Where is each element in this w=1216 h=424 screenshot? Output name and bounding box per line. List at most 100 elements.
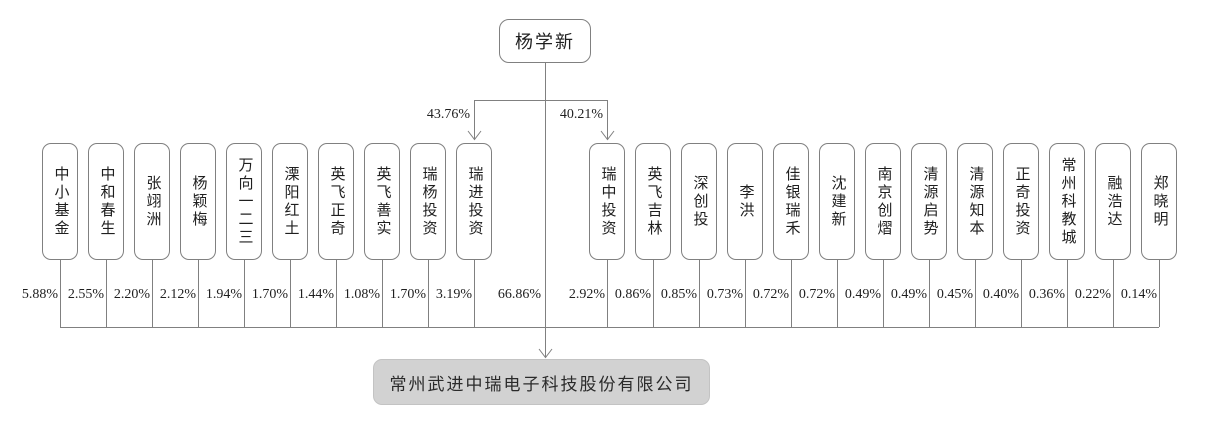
shareholder-name: 瑞进投资 [466, 165, 483, 238]
shareholder-box: 深创投 [681, 143, 717, 260]
shareholder-name: 中和春生 [98, 165, 115, 238]
shareholder-column: 郑晓明 0.14% [1121, 143, 1177, 327]
shareholder-percent: 2.55% [67, 287, 104, 302]
shareholder-column: 万向一二三 1.94% [206, 143, 262, 327]
shareholder-name: 中小基金 [52, 165, 69, 238]
connector-drop-line [1158, 260, 1160, 327]
shareholder-name: 沈建新 [829, 174, 846, 229]
connector-drop-line [473, 260, 475, 327]
connector-drop-line [882, 260, 884, 327]
shareholder-name: 佳银瑞禾 [783, 165, 800, 238]
connector-drop-line [197, 260, 199, 327]
shareholder-name: 正奇投资 [1013, 165, 1030, 238]
shareholder-percent: 3.19% [435, 287, 472, 302]
shareholder-name: 清源启势 [921, 165, 938, 238]
shareholder-name: 清源知本 [967, 165, 984, 238]
shareholder-column: 中小基金 5.88% [22, 143, 78, 327]
shareholder-box: 英飞正奇 [318, 143, 354, 260]
shareholder-percent: 1.44% [297, 287, 334, 302]
shareholder-column: 瑞进投资 3.19% [436, 143, 492, 327]
shareholder-column: 张翊洲 2.20% [114, 143, 170, 327]
branch-right-percent: 40.21% [559, 107, 603, 122]
shareholder-column: 常州科教城 0.36% [1029, 143, 1085, 327]
shareholder-name: 英飞正奇 [328, 165, 345, 238]
shareholder-name: 万向一二三 [236, 156, 253, 247]
connector-drop-line [928, 260, 930, 327]
shareholder-name: 张翊洲 [144, 174, 161, 229]
shareholder-box: 杨颖梅 [180, 143, 216, 260]
shareholder-percent: 0.14% [1120, 287, 1157, 302]
connector-drop-line [698, 260, 700, 327]
shareholder-box: 正奇投资 [1003, 143, 1039, 260]
arrowhead-left-icon [467, 130, 482, 141]
shareholder-column: 南京创熠 0.49% [845, 143, 901, 327]
shareholder-column: 深创投 0.85% [661, 143, 717, 327]
shareholder-name: 瑞杨投资 [420, 165, 437, 238]
shareholder-box: 中小基金 [42, 143, 78, 260]
shareholder-column: 瑞杨投资 1.70% [390, 143, 446, 327]
center-spacer [502, 143, 579, 144]
shareholder-percent: 2.92% [568, 287, 605, 302]
shareholder-percent: 2.20% [113, 287, 150, 302]
shareholder-column: 融浩达 0.22% [1075, 143, 1131, 327]
shareholder-box: 瑞杨投资 [410, 143, 446, 260]
shareholder-box: 南京创熠 [865, 143, 901, 260]
shareholder-column: 佳银瑞禾 0.72% [753, 143, 809, 327]
connector-drop-line [289, 260, 291, 327]
connector-drop-line [151, 260, 153, 327]
shareholder-box: 融浩达 [1095, 143, 1131, 260]
shareholder-box: 常州科教城 [1049, 143, 1085, 260]
shareholder-box: 郑晓明 [1141, 143, 1177, 260]
shareholder-box: 万向一二三 [226, 143, 262, 260]
shareholder-percent: 0.49% [890, 287, 927, 302]
connector-drop-line [744, 260, 746, 327]
root-shareholder-box: 杨学新 [499, 19, 591, 63]
shareholder-percent: 0.45% [936, 287, 973, 302]
shareholder-column: 英飞善实 1.08% [344, 143, 400, 327]
shareholder-column: 清源知本 0.45% [937, 143, 993, 327]
connector-drop-line [652, 260, 654, 327]
shareholder-name: 深创投 [691, 174, 708, 229]
shareholder-box: 清源启势 [911, 143, 947, 260]
shareholder-box: 李洪 [727, 143, 763, 260]
arrowhead-right-icon [600, 130, 615, 141]
left-shareholder-group: 中小基金 5.88% 中和春生 2.55% 张翊洲 2.20% 杨颖梅 2.12… [22, 143, 492, 327]
shareholder-box: 中和春生 [88, 143, 124, 260]
connector-drop-line [427, 260, 429, 327]
shareholder-box: 溧阳红土 [272, 143, 308, 260]
shareholder-box: 佳银瑞禾 [773, 143, 809, 260]
shareholder-percent: 0.40% [982, 287, 1019, 302]
connector-drop-line [606, 260, 608, 327]
shareholder-box: 沈建新 [819, 143, 855, 260]
connector-drop-line [1020, 260, 1022, 327]
shareholder-percent: 0.72% [798, 287, 835, 302]
connector-drop-line [1066, 260, 1068, 327]
right-shareholder-group: 瑞中投资 2.92% 英飞吉林 0.86% 深创投 0.85% 李洪 0.73%… [569, 143, 1177, 327]
shareholder-name: 英飞吉林 [645, 165, 662, 238]
shareholder-percent: 5.88% [21, 287, 58, 302]
shareholder-percent: 1.08% [343, 287, 380, 302]
shareholder-box: 瑞进投资 [456, 143, 492, 260]
connector-drop-line [1112, 260, 1114, 327]
shareholder-percent: 0.22% [1074, 287, 1111, 302]
shareholder-name: 溧阳红土 [282, 165, 299, 238]
shareholder-percent: 1.70% [251, 287, 288, 302]
shareholder-percent: 1.70% [389, 287, 426, 302]
connector-drop-line [974, 260, 976, 327]
direct-ownership-percent: 66.86% [497, 287, 541, 302]
connector-drop-line [243, 260, 245, 327]
connector-drop-line [381, 260, 383, 327]
company-box: 常州武进中瑞电子科技股份有限公司 [373, 359, 710, 405]
connector-drop-line [59, 260, 61, 327]
shareholder-box: 张翊洲 [134, 143, 170, 260]
shareholder-percent: 0.86% [614, 287, 651, 302]
shareholders-row: 中小基金 5.88% 中和春生 2.55% 张翊洲 2.20% 杨颖梅 2.12… [22, 143, 1177, 327]
shareholder-percent: 0.36% [1028, 287, 1065, 302]
connector-drop-line [836, 260, 838, 327]
shareholder-percent: 0.73% [706, 287, 743, 302]
branch-left-percent: 43.76% [426, 107, 470, 122]
shareholder-box: 瑞中投资 [589, 143, 625, 260]
shareholder-name: 英飞善实 [374, 165, 391, 238]
shareholder-name: 瑞中投资 [599, 165, 616, 238]
